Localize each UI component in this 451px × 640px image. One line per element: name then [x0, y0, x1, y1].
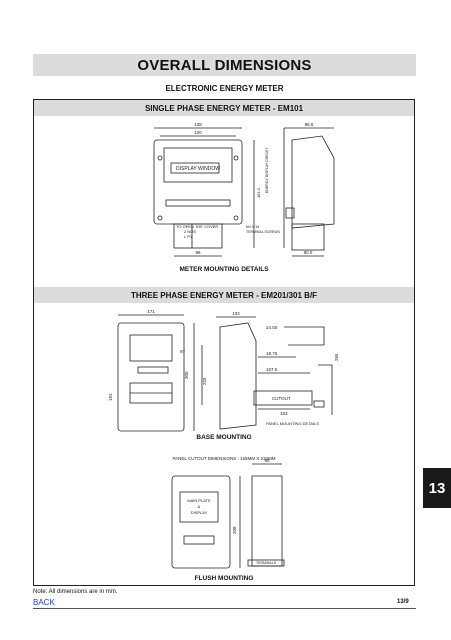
- flush-display-box: [179, 491, 219, 523]
- flush-display-line-3: DISPLAY: [191, 510, 208, 515]
- tp-right-dim: 24.50: [266, 325, 278, 330]
- content-frame: [33, 99, 415, 586]
- three-phase-flush-drawing: PANEL CUTOUT DIMENSIONS : 155MM X 232MM …: [171, 456, 285, 569]
- page-subtitle: ELECTRONIC ENERGY METER: [165, 84, 284, 93]
- tp-cutout-width: 153: [280, 411, 288, 416]
- flush-mounting-caption: FLUSH MOUNTING: [194, 575, 254, 582]
- single-phase-drawing: 138 120 86.5 DISPLAY WINDOW 181.0 ENERGY…: [153, 122, 335, 257]
- single-phase-heading: SINGLE PHASE ENERGY METER - EM101: [34, 100, 414, 116]
- tp-display-window: [129, 334, 173, 362]
- panel-mounting-outline: [284, 326, 325, 346]
- dim-bottom-depth: 80.0: [304, 250, 313, 255]
- back-link[interactable]: BACK: [33, 598, 55, 607]
- dim-side-depth: 86.5: [305, 122, 314, 127]
- base-mounting-caption: BASE MOUNTING: [196, 434, 252, 441]
- terminal-note-2: TERMINAL SCREWS: [246, 230, 281, 234]
- tp-dim-97: 97: [180, 349, 186, 354]
- tp-front-width: 171: [147, 309, 155, 314]
- page-number: 13/9: [397, 599, 409, 605]
- dim-top-outer: 138: [194, 122, 202, 127]
- tp-side-depth: 102: [232, 311, 240, 316]
- flush-display-line-1: MAIN PLATE: [187, 498, 211, 503]
- panel-cutout-note: PANEL CUTOUT DIMENSIONS : 155MM X 232MM: [172, 456, 275, 461]
- tp-cutout-label: CUTOUT: [272, 396, 291, 401]
- page-title-bar: OVERALL DIMENSIONS: [33, 54, 416, 76]
- flush-dim: 95: [264, 458, 270, 463]
- tp-dim-167-5: 167.5: [266, 367, 278, 372]
- tp-dim-300: 300: [184, 371, 189, 379]
- flush-side-body: [251, 475, 283, 567]
- three-phase-heading: THREE PHASE ENERGY METER - EM201/301 B/F: [34, 287, 414, 303]
- footer-divider: [33, 608, 416, 609]
- flush-display-line-2: &: [198, 504, 201, 509]
- terminal-note: M4 X 15: [246, 225, 259, 229]
- footnote: Note: All dimensions are in mm.: [33, 589, 118, 595]
- open-cover-label: TO OPEN THE COVER: [176, 224, 218, 229]
- tp-dim-225: 225: [202, 377, 207, 385]
- display-window-label: DISPLAY WINDOW: [176, 166, 220, 172]
- panel-cutout: [253, 390, 313, 406]
- dim-bottom-width: 96: [195, 250, 201, 255]
- tp-dim-265: 265: [334, 353, 339, 361]
- panel-mounting-label: PANEL MOUNTING DETAILS: [266, 421, 319, 426]
- meter-mounting-caption: METER MOUNTING DETAILS: [179, 266, 269, 273]
- terminal-label: TERMINALS: [256, 561, 277, 565]
- meter-display-window: [163, 147, 233, 183]
- meter-terminal-block: [173, 223, 223, 249]
- open-cover-label-2: 2 NOS: [184, 229, 196, 234]
- open-cover-label-3: L P1: [184, 234, 193, 239]
- flush-height: 208: [232, 526, 237, 534]
- meter-side-body: [291, 135, 335, 229]
- chapter-tab: 13: [423, 468, 451, 508]
- three-phase-base-drawing: 171 102 24.50 97 300 181 225 265 18.75 1…: [108, 309, 339, 432]
- tp-dim-18-75: 18.75: [266, 351, 278, 356]
- dim-top-inner: 120: [194, 130, 202, 135]
- tp-side-body: [219, 322, 257, 430]
- vertical-note: ENERGY DISPLAY CIRCUIT: [265, 147, 269, 193]
- page-title: OVERALL DIMENSIONS: [137, 56, 312, 74]
- tp-front-body: [117, 322, 185, 432]
- flush-front-body: [171, 475, 231, 569]
- tp-dim-181: 181: [108, 393, 113, 401]
- dim-height: 181.0: [256, 187, 261, 198]
